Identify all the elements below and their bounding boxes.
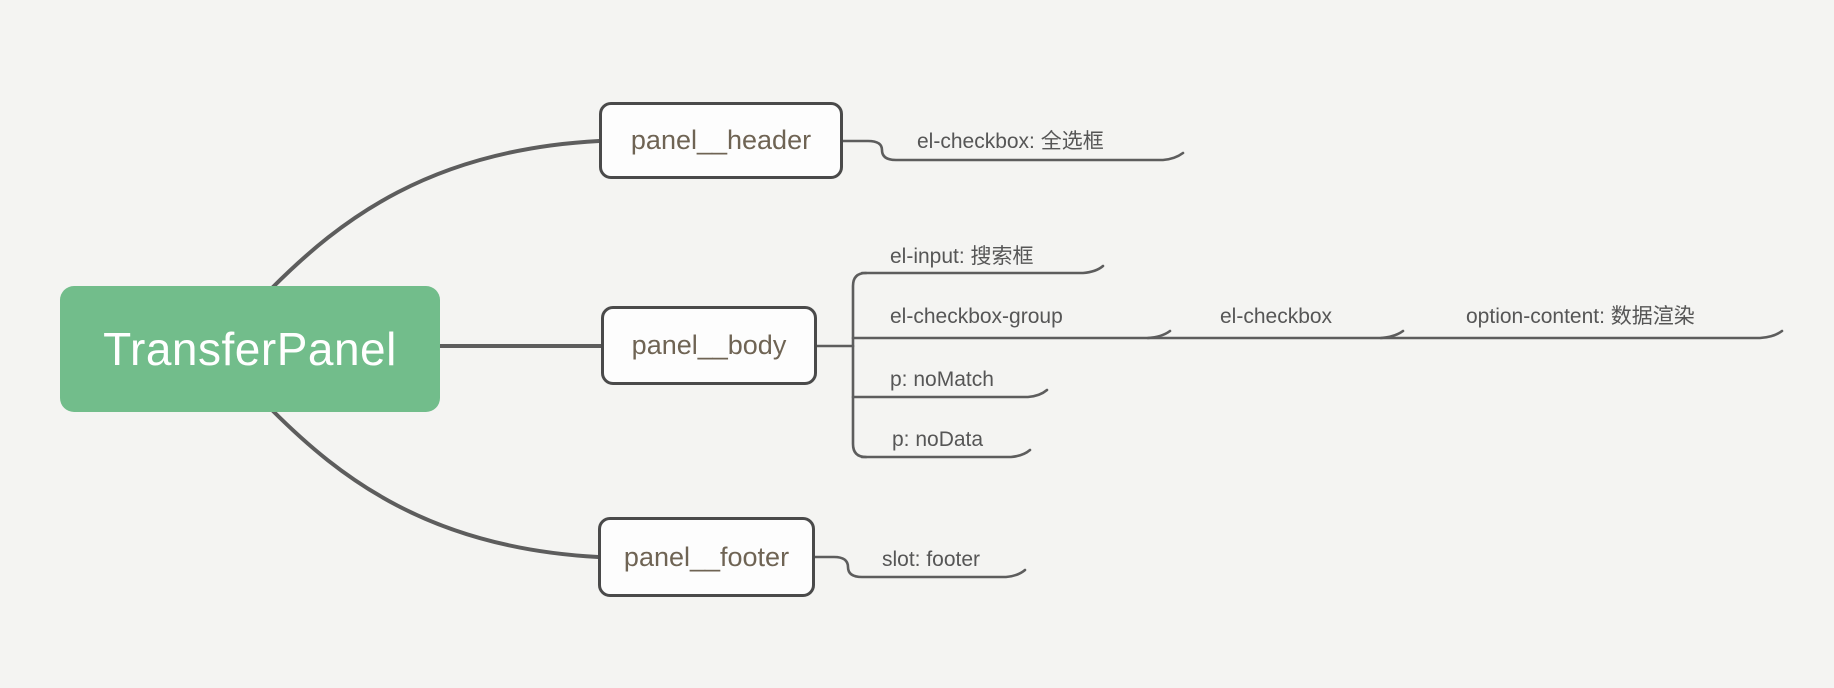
leaf-el-input-search[interactable]: el-input: 搜索框 [890,245,1034,268]
leaf-p-nomatch[interactable]: p: noMatch [890,368,994,391]
node-panel-footer[interactable]: panel__footer [598,517,815,597]
node-panel-body[interactable]: panel__body [601,306,817,385]
leaf-el-checkbox-group[interactable]: el-checkbox-group [890,305,1063,328]
connector-footer-child [813,555,1027,579]
underline-el-checkbox [1146,329,1405,340]
underline-nomatch [851,388,1049,399]
leaf-p-nodata[interactable]: p: noData [892,428,984,451]
branch-curve-header [270,139,601,290]
leaf-slot-footer[interactable]: slot: footer [882,548,981,571]
underline-el-checkbox-group [851,329,1172,340]
leaf-option-content-render[interactable]: option-content: 数据渲染 [1466,305,1695,328]
leaf-el-checkbox[interactable]: el-checkbox [1220,305,1333,328]
connector-header-child [840,139,1185,162]
node-panel-header[interactable]: panel__header [599,102,843,179]
root-node-transferpanel[interactable]: TransferPanel [60,286,440,412]
leaf-el-checkbox-select-all[interactable]: el-checkbox: 全选框 [917,130,1104,153]
connector-body-bracket [851,271,868,459]
underline-option-content [1379,329,1784,340]
branch-curve-footer [270,408,600,559]
underline-nodata [860,448,1032,459]
underline-el-input [860,264,1105,275]
